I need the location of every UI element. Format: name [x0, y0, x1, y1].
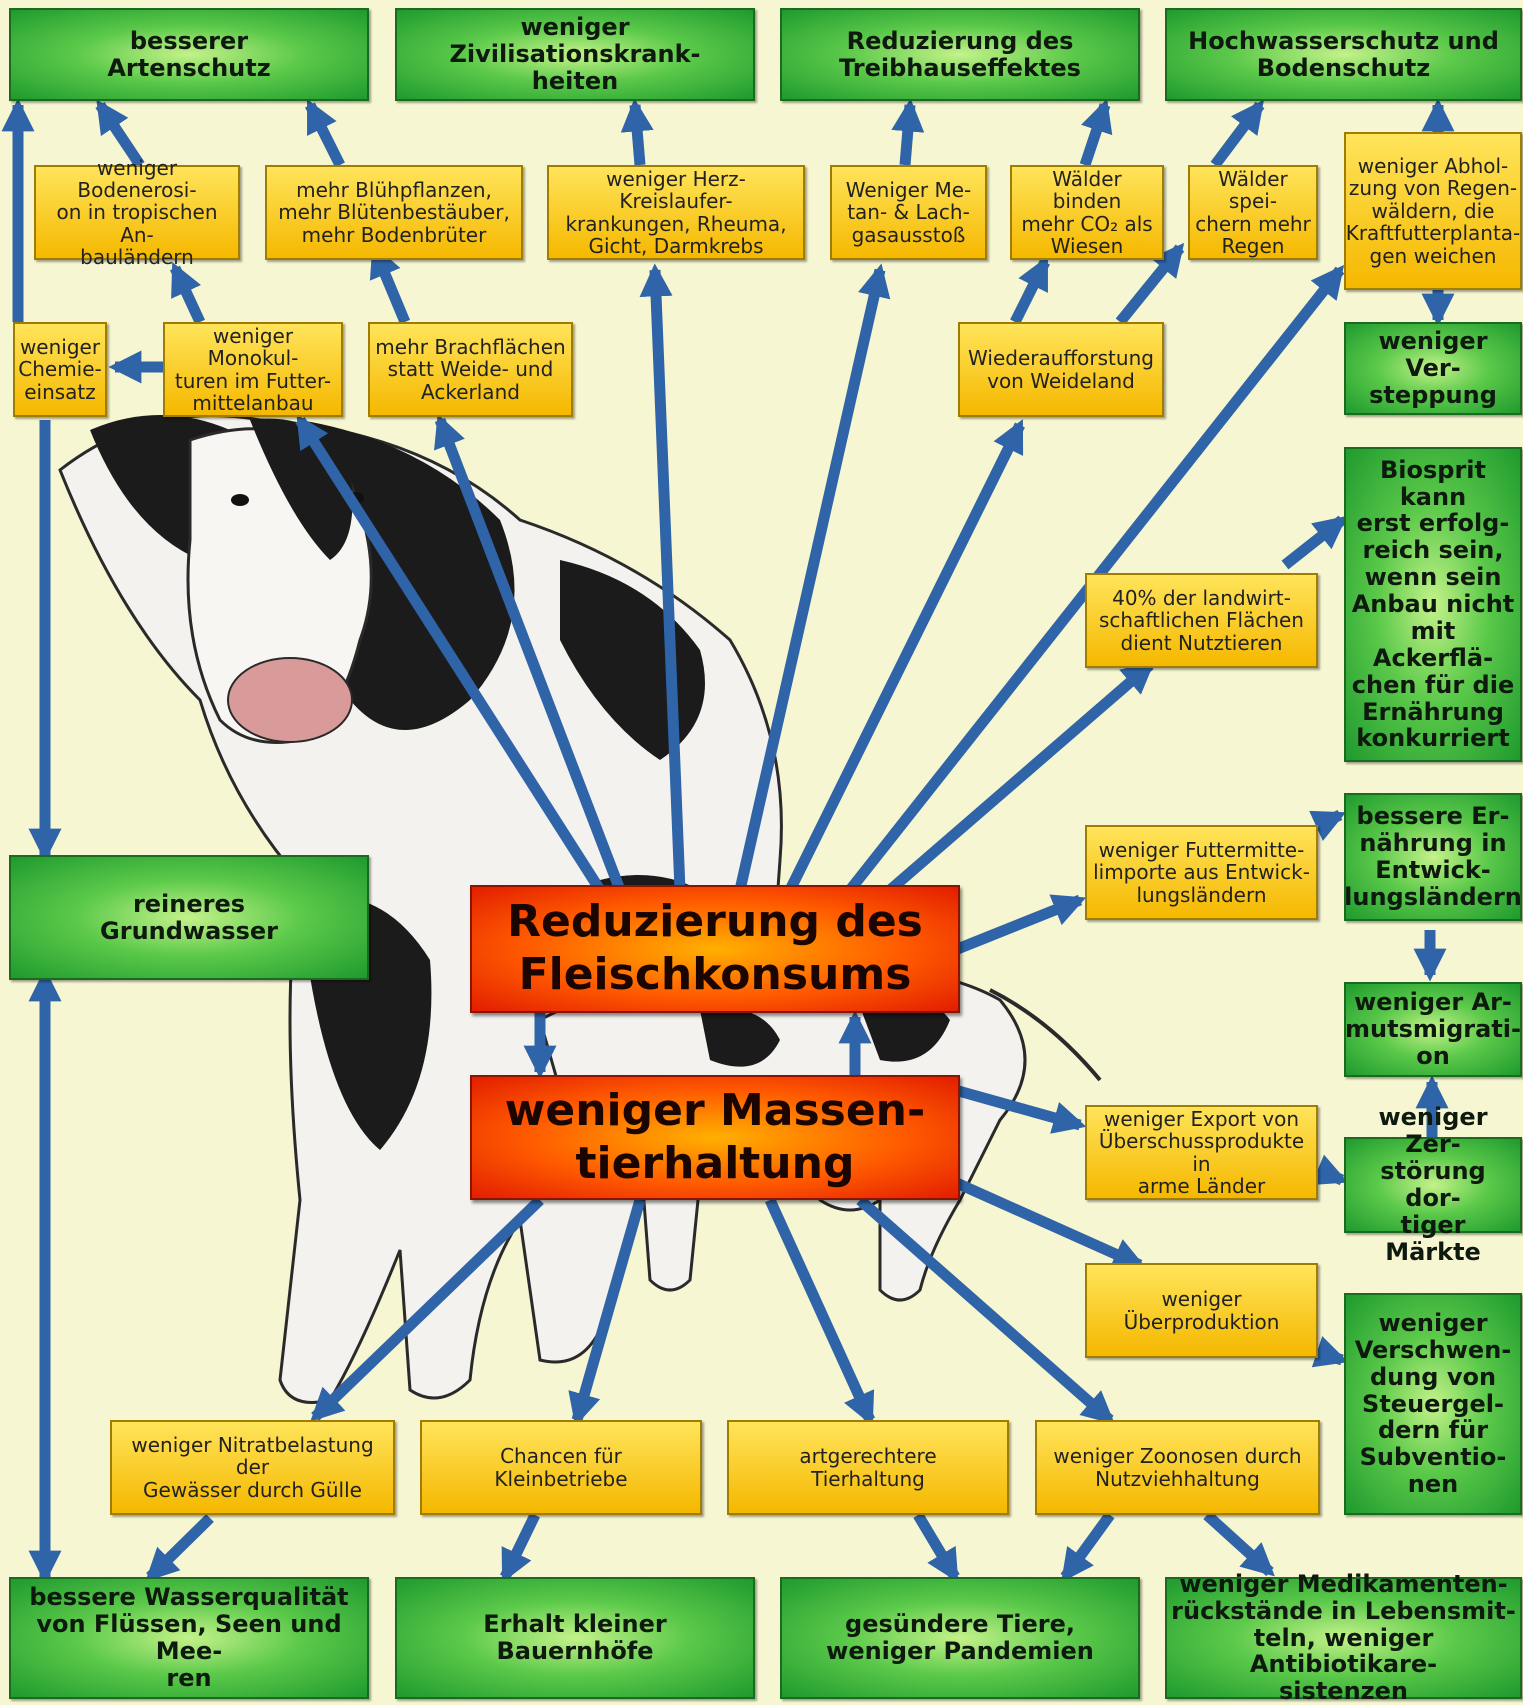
- box-wasserqualitaet: bessere Wasserqualität von Flüssen, Seen…: [9, 1577, 369, 1699]
- box-bodenerosion: weniger Bodenerosi- on in tropischen An-…: [34, 156, 240, 268]
- calf-spot: [700, 1008, 780, 1067]
- arrow: [639, 263, 686, 891]
- arrow: [886, 660, 1155, 895]
- arrow: [1311, 1154, 1349, 1186]
- arrow: [1311, 1335, 1349, 1368]
- arrow: [1010, 256, 1050, 325]
- arrow: [295, 414, 605, 893]
- arrow: [95, 99, 145, 169]
- box-waelder-regen: Wälder spei- chern mehr Regen: [1188, 165, 1318, 260]
- arrow: [785, 419, 1025, 893]
- box-weniger-massentierhaltung: weniger Massen- tierhaltung: [470, 1075, 960, 1200]
- cow-eye: [231, 494, 249, 506]
- box-bluehpflanzen: mehr Blühpflanzen, mehr Blütenbestäuber,…: [265, 165, 523, 260]
- box-kleinbetriebe: Chancen für Kleinbetriebe: [420, 1420, 702, 1515]
- arrow: [305, 99, 345, 168]
- arrow: [734, 263, 891, 892]
- cow-muzzle: [227, 657, 353, 743]
- arrow: [170, 262, 205, 325]
- box-grundwasser: reineres Grundwasser: [9, 855, 369, 980]
- arrow: [1203, 1510, 1275, 1577]
- box-methan: Weniger Me- tan- & Lach- gasausstoß: [830, 165, 987, 260]
- box-abholzung: weniger Abhol- zung von Regen- wäldern, …: [1344, 132, 1522, 290]
- box-maerkte: weniger Zer- störung dor- tiger Märkte: [1344, 1104, 1522, 1265]
- arrow: [856, 1195, 1115, 1425]
- arrow: [953, 1084, 1087, 1134]
- box-medikamente: weniger Medikamenten- rückstände in Lebe…: [1165, 1570, 1522, 1705]
- arrow: [369, 243, 411, 325]
- box-bauernhoefe: Erhalt kleiner Bauernhöfe: [395, 1577, 755, 1699]
- arrow: [1210, 99, 1265, 169]
- box-ernaehrung: bessere Er- nährung in Entwick- lungslän…: [1344, 793, 1522, 921]
- arrow: [434, 413, 626, 892]
- box-wiederaufforstung: Wiederaufforstung von Weideland: [958, 322, 1164, 417]
- box-nitratbelastung: weniger Nitratbelastung der Gewässer dur…: [110, 1420, 395, 1515]
- box-ueberproduktion: weniger Überproduktion: [1085, 1263, 1318, 1358]
- box-40-prozent: 40% der landwirt- schaftlichen Flächen d…: [1085, 573, 1318, 668]
- box-monokulturen: weniger Monokul- turen im Futter- mittel…: [163, 322, 343, 417]
- box-treibhauseffekt: Reduzierung des Treibhauseffektes: [780, 8, 1140, 101]
- arrow: [620, 98, 654, 166]
- box-gesuendere-tiere: gesündere Tiere, weniger Pandemien: [780, 1577, 1140, 1699]
- box-reduzierung-fleischkonsum: Reduzierung des Fleischkonsums: [470, 885, 960, 1013]
- arrow: [764, 1197, 876, 1427]
- box-brachflaechen: mehr Brachflächen statt Weide- und Acker…: [368, 322, 573, 417]
- box-futtermittelimporte: weniger Futtermitte- limporte aus Entwic…: [1085, 825, 1318, 920]
- box-tierhaltung: artgerechtere Tierhaltung: [727, 1420, 1009, 1515]
- arrow: [1115, 242, 1185, 326]
- box-biosprit: Biosprit kann erst erfolg- reich sein, w…: [1344, 447, 1522, 762]
- box-artenschutz: besserer Artenschutz: [9, 8, 369, 101]
- box-versteppung: weniger Ver- steppung: [1344, 322, 1522, 415]
- arrow: [891, 98, 925, 166]
- box-export: weniger Export von Überschussprodukte in…: [1085, 1105, 1318, 1200]
- box-waelder-co2: Wälder binden mehr CO₂ als Wiesen: [1010, 165, 1164, 260]
- arrow: [1309, 809, 1347, 841]
- box-herz-kreislauf: weniger Herz-Kreislaufer- krankungen, Rh…: [547, 165, 805, 260]
- arrow: [913, 1512, 960, 1583]
- box-chemieeinsatz: weniger Chemie- einsatz: [13, 322, 107, 417]
- arrow: [145, 1514, 214, 1582]
- arrow: [310, 1196, 544, 1422]
- arrow: [1281, 515, 1348, 570]
- arrow: [500, 1512, 540, 1583]
- arrow: [947, 1174, 1147, 1271]
- box-steuergelder: weniger Verschwen- dung von Steuergel- d…: [1344, 1293, 1522, 1515]
- arrow: [568, 1198, 646, 1427]
- box-zivilisationskrankheiten: weniger Zivilisationskrank- heiten: [395, 8, 755, 101]
- box-armutsmigration: weniger Ar- mutsmigrati- on: [1344, 982, 1522, 1077]
- box-hochwasserschutz: Hochwasserschutz und Bodenschutz: [1165, 8, 1522, 101]
- arrow: [952, 894, 1087, 956]
- arrow: [1060, 1511, 1115, 1583]
- calf-tail: [989, 988, 1102, 1082]
- arrow: [1079, 98, 1113, 167]
- box-zoonosen: weniger Zoonosen durch Nutzviehhaltung: [1035, 1420, 1320, 1515]
